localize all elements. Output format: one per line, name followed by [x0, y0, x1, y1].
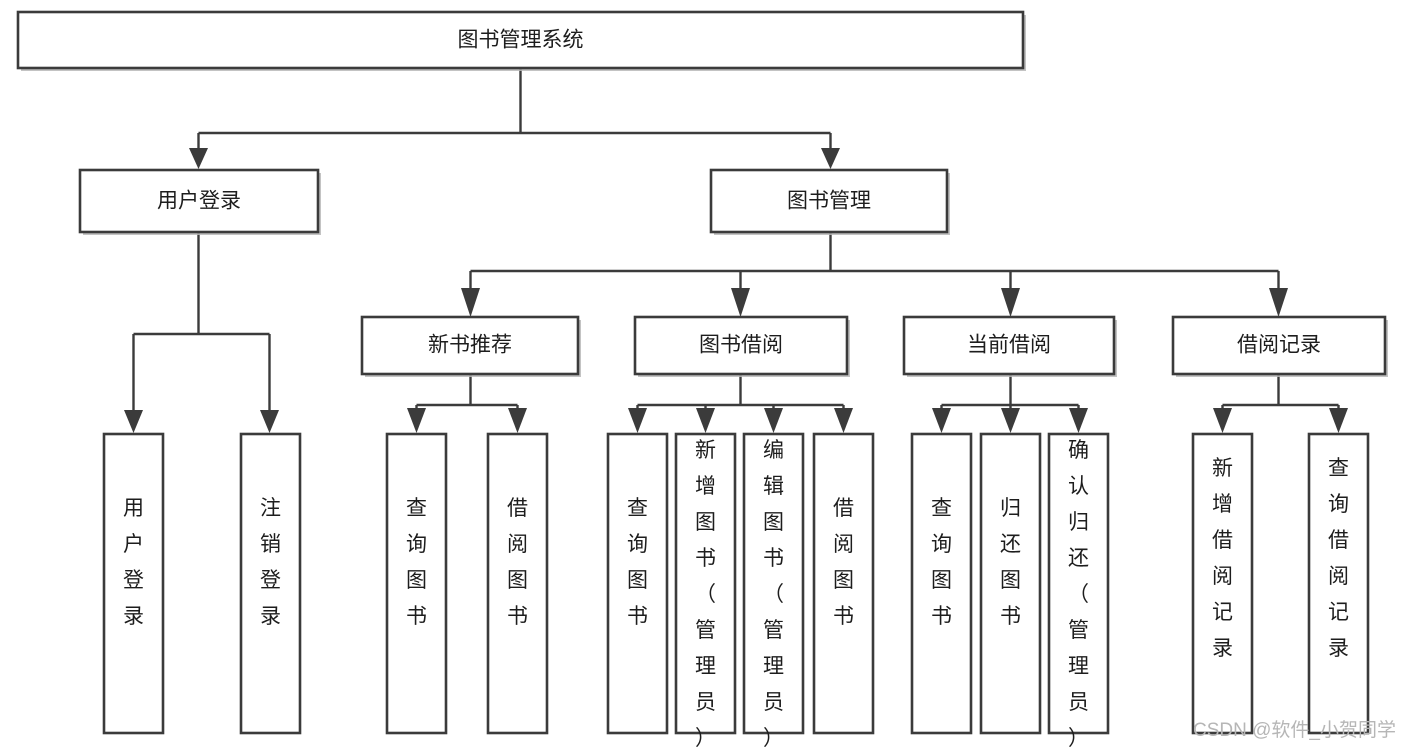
connector-layer [124, 68, 1348, 433]
leaf-box [1191, 432, 1254, 735]
arrowhead-book-borrow [731, 288, 750, 317]
arrowhead-borrow-record [1269, 288, 1288, 317]
leaf-node[interactable]: 查询借阅记录 [1307, 432, 1370, 735]
book-borrow-box [633, 315, 849, 376]
leaf-node[interactable]: 借阅图书 [812, 432, 875, 735]
leaf-box [102, 432, 165, 735]
leaf-node[interactable]: 确认归还（管理员） [1047, 432, 1110, 747]
leaf-label: 借阅图书 [833, 497, 854, 628]
arrowhead-leaf-user-login [124, 410, 143, 433]
leaf-box [742, 432, 805, 735]
node-user-login[interactable]: 用户登录 [78, 168, 321, 235]
borrow-record-box [1171, 315, 1387, 376]
current-borrow-label: 当前借阅 [967, 334, 1051, 357]
user-login-label: 用户登录 [157, 190, 241, 213]
leaf-label: 新增图书（管理员） [695, 439, 716, 747]
node-new-book-recommend[interactable]: 新书推荐 [360, 315, 581, 377]
arrowhead-user-login [189, 148, 208, 169]
leaf-node[interactable]: 归还图书 [979, 432, 1042, 735]
leaf-node[interactable]: 新增借阅记录 [1191, 432, 1254, 735]
book-borrow-label: 图书借阅 [699, 334, 783, 357]
leaf-node[interactable]: 新增图书（管理员） [674, 432, 737, 747]
leaf-label: 查询图书 [931, 497, 952, 628]
arrowhead-newbook-leaf-2 [508, 408, 527, 433]
arrowhead-borrowrecord-leaf-2 [1329, 408, 1348, 433]
arrowhead-currentborrow-leaf-1 [932, 408, 951, 433]
root-label: 图书管理系统 [458, 29, 584, 52]
leaf-label: 注销登录 [260, 497, 281, 628]
leaf-node[interactable]: 编辑图书（管理员） [742, 432, 805, 747]
arrowhead-leaf-logout [260, 410, 279, 433]
leaf-label: 编辑图书（管理员） [763, 439, 784, 747]
arrowhead-bookborrow-leaf-4 [834, 408, 853, 433]
arrowhead-bookborrow-leaf-1 [628, 408, 647, 433]
node-borrow-record[interactable]: 借阅记录 [1171, 315, 1388, 377]
arrowhead-bookborrow-leaf-2 [696, 408, 715, 433]
arrowhead-current-borrow [1001, 288, 1020, 317]
leaf-box [1307, 432, 1370, 735]
arrowhead-newbook-leaf-1 [407, 408, 426, 433]
leaf-node[interactable]: 用户登录 [102, 432, 165, 735]
user-login-box [78, 168, 320, 234]
leaf-node[interactable]: 查询图书 [385, 432, 448, 735]
arrowhead-bookborrow-leaf-3 [764, 408, 783, 433]
leaf-box [385, 432, 448, 735]
arrowhead-new-book-recommend [461, 288, 480, 317]
leaf-label: 确认归还（管理员） [1068, 439, 1089, 747]
leaf-box [910, 432, 973, 735]
leaf-label: 借阅图书 [507, 497, 528, 628]
borrow-record-label: 借阅记录 [1237, 334, 1321, 357]
leaf-box [606, 432, 669, 735]
leaf-label: 查询图书 [406, 497, 427, 628]
leaf-box [979, 432, 1042, 735]
current-borrow-box [902, 315, 1116, 376]
book-manage-box [709, 168, 949, 234]
leaf-node[interactable]: 查询图书 [910, 432, 973, 735]
arrowhead-borrowrecord-leaf-1 [1213, 408, 1232, 433]
leaf-box [674, 432, 737, 735]
leaf-label: 新增借阅记录 [1212, 457, 1233, 660]
leaf-label: 查询借阅记录 [1328, 457, 1349, 660]
root-box [16, 10, 1025, 70]
book-manage-label: 图书管理 [787, 190, 871, 213]
new-book-recommend-label: 新书推荐 [428, 334, 512, 357]
leaf-box [239, 432, 302, 735]
arrowhead-currentborrow-leaf-2 [1001, 408, 1020, 433]
leaf-node[interactable]: 借阅图书 [486, 432, 549, 735]
leaf-node[interactable]: 查询图书 [606, 432, 669, 735]
leaf-node[interactable]: 注销登录 [239, 432, 302, 735]
node-root[interactable]: 图书管理系统 [16, 10, 1026, 71]
new-book-recommend-box [360, 315, 580, 376]
leaf-label: 用户登录 [123, 497, 144, 628]
arrowhead-currentborrow-leaf-3 [1069, 408, 1088, 433]
leaf-box [812, 432, 875, 735]
leaf-box [486, 432, 549, 735]
leaf-label: 归还图书 [1000, 497, 1021, 628]
arrowhead-book-manage [821, 148, 840, 169]
leaf-box [1047, 432, 1110, 735]
node-book-borrow[interactable]: 图书借阅 [633, 315, 850, 377]
node-current-borrow[interactable]: 当前借阅 [902, 315, 1117, 377]
node-book-manage[interactable]: 图书管理 [709, 168, 950, 235]
watermark: CSDN @软件_小贺同学 [1193, 719, 1396, 741]
leaf-label: 查询图书 [627, 497, 648, 628]
